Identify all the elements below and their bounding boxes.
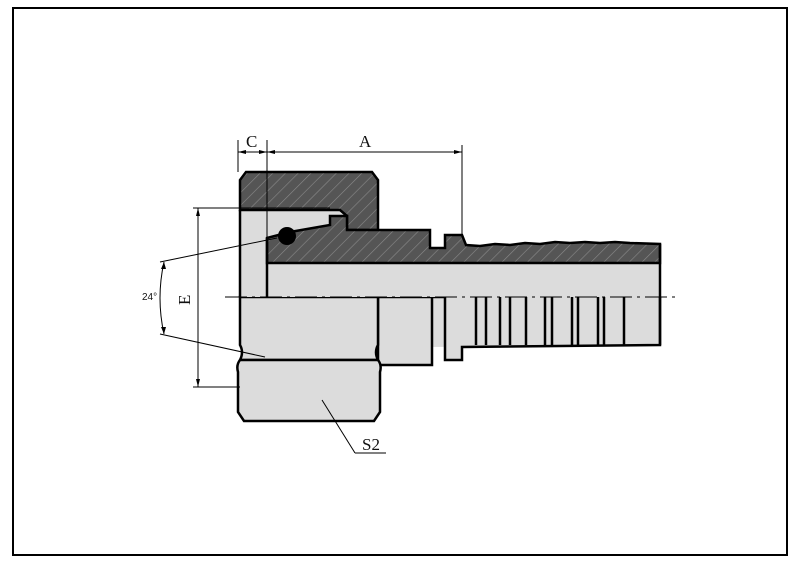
o-ring: [278, 227, 296, 245]
fitting-section-half: [238, 170, 662, 345]
dimension-lines: [159, 140, 463, 454]
barb-lines: [474, 297, 626, 345]
dimension-label-c: C: [246, 132, 257, 151]
dimension-label-e: E: [175, 295, 194, 305]
dimension-label-s2: S2: [362, 435, 380, 454]
drawing-frame: [12, 7, 788, 556]
dimension-label-a: A: [359, 132, 372, 151]
fitting-lower-half: [236, 295, 662, 423]
angle-label: 24°: [142, 292, 157, 303]
dimension-arrows: [161, 150, 462, 387]
